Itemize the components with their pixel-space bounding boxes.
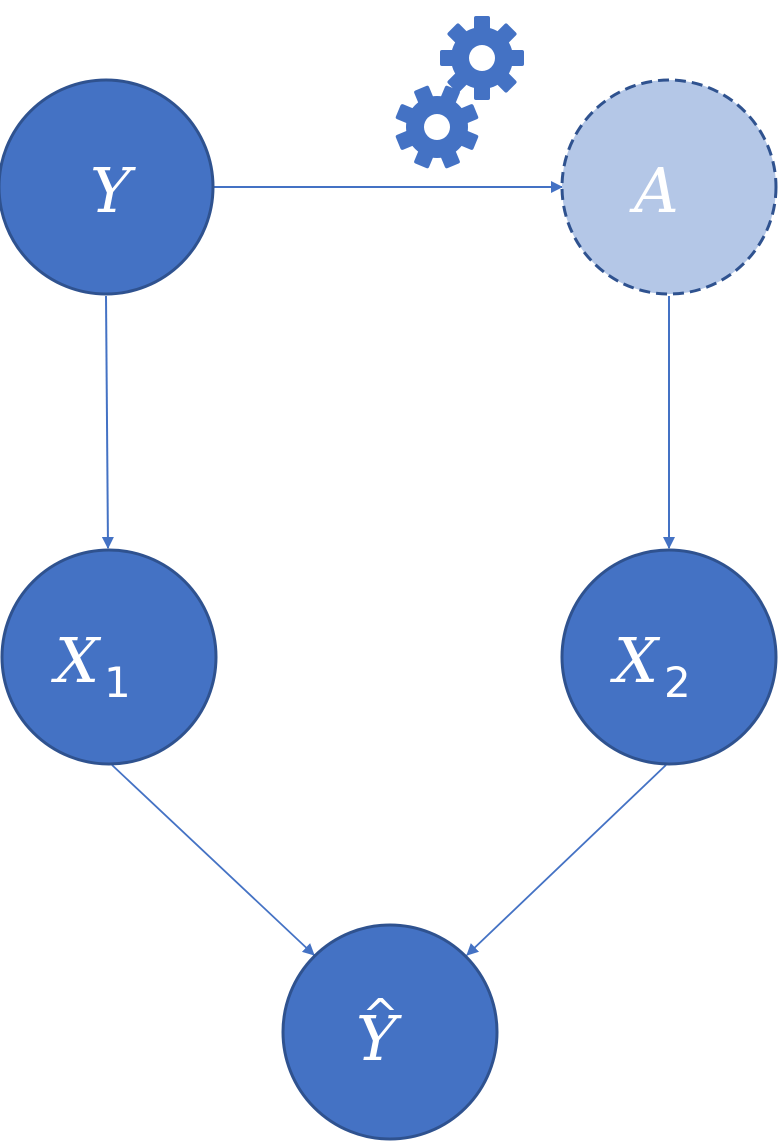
node-yhat-hat: ^ (362, 990, 399, 1041)
node-yhat-label: Y (356, 1002, 402, 1075)
node-a: A (560, 78, 778, 296)
gears-icon (395, 16, 524, 169)
node-y-label: Y (90, 154, 136, 227)
node-x1: X 1 (0, 548, 218, 766)
node-yhat: Y ^ (281, 923, 499, 1141)
node-x1-label: X (51, 624, 102, 697)
node-y: Y (0, 78, 215, 296)
node-a-label: A (629, 154, 679, 227)
node-x2-label: X (610, 624, 661, 697)
edge-y-to-x1 (101, 295, 114, 549)
node-x1-subscript: 1 (104, 658, 131, 707)
node-x2-subscript: 2 (664, 658, 691, 707)
node-x2: X 2 (560, 548, 778, 766)
edge-x2-to-yhat (466, 764, 667, 956)
edge-x1-to-yhat (111, 764, 315, 956)
